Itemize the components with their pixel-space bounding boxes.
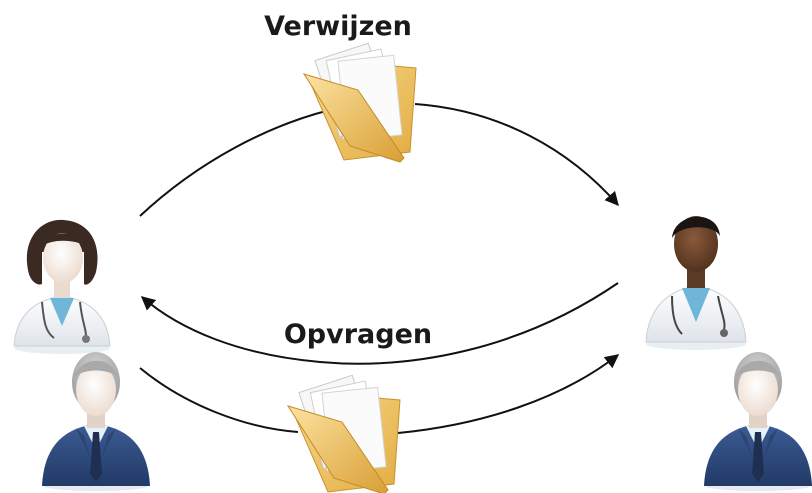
arrow-verwijzen-right: [414, 103, 619, 207]
arrow-verwijzen-left: [139, 109, 331, 217]
folder-icon: [302, 42, 417, 163]
male-doctor-icon: [645, 216, 747, 350]
label-opvragen: Opvragen: [284, 319, 432, 350]
arrow-bottom-right: [397, 354, 620, 434]
label-verwijzen: Verwijzen: [264, 11, 412, 42]
female-doctor-icon: [13, 219, 111, 354]
patient-man-icon: [42, 352, 150, 491]
patient-man-icon: [704, 352, 812, 491]
arrow-opvragen: [140, 282, 619, 365]
folder-icon: [286, 374, 401, 493]
arrow-bottom-left: [139, 367, 299, 433]
